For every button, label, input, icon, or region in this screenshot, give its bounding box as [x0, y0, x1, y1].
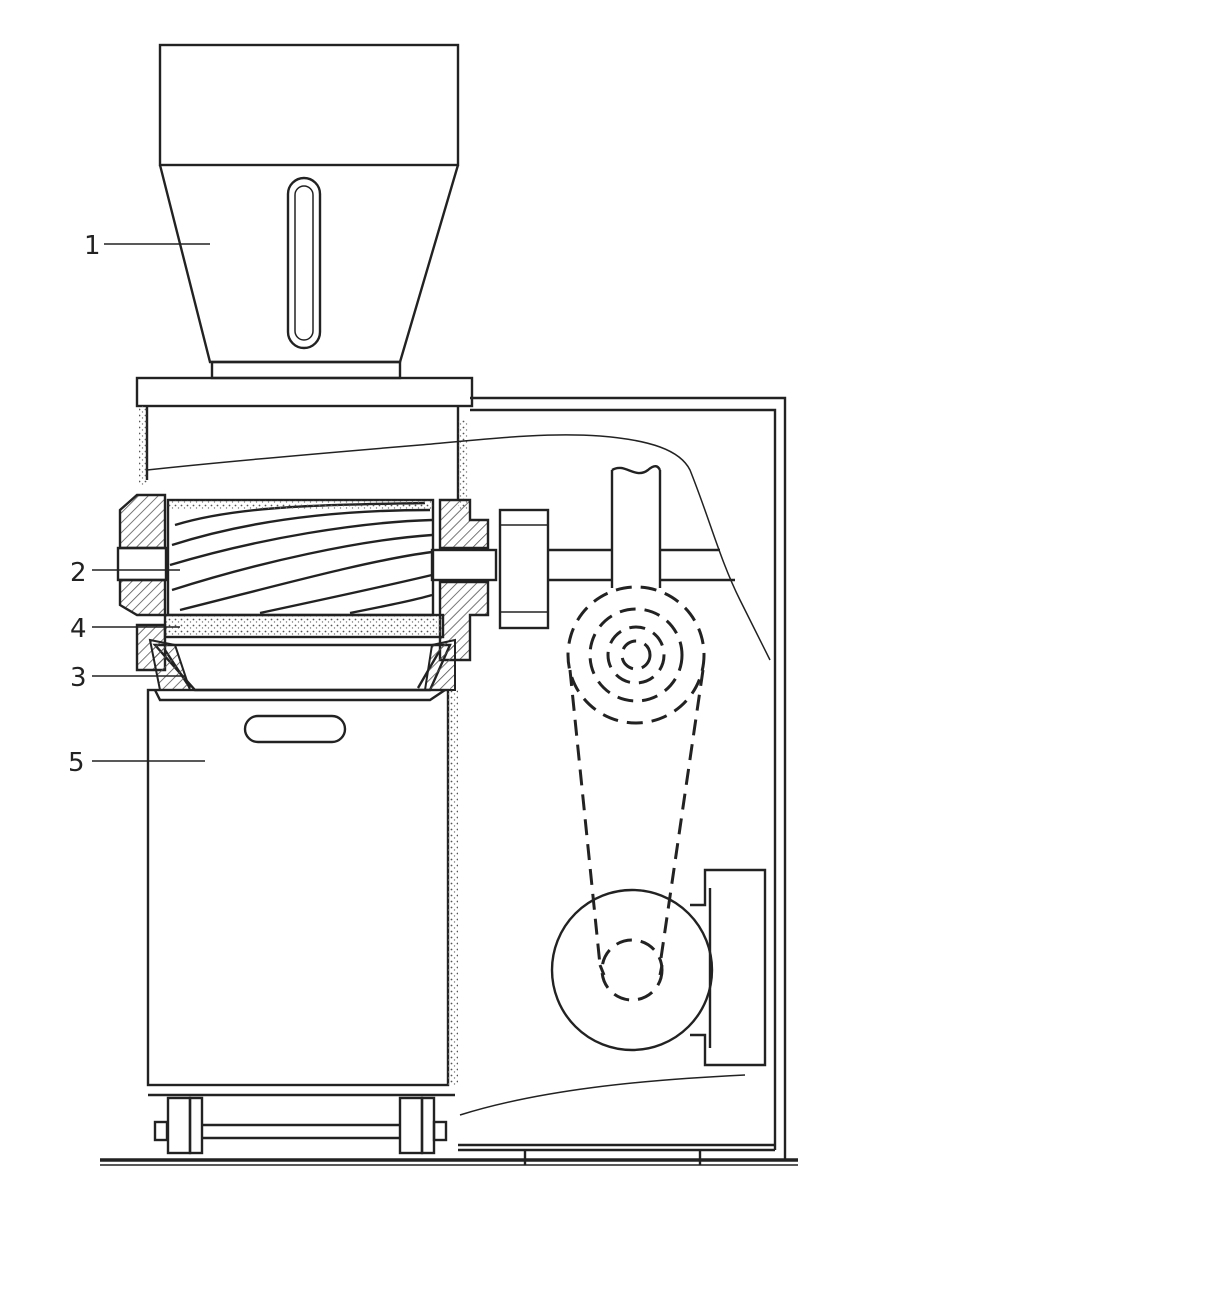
callout-label-3: 3: [70, 663, 87, 693]
collection-bin: [146, 688, 458, 1087]
motor-frame: [100, 396, 798, 1166]
helical-rotor: [166, 498, 435, 617]
drive-tube: [610, 465, 662, 588]
callout-label-2: 2: [70, 558, 87, 588]
main-shaft: [116, 546, 735, 582]
callout-4: 4: [70, 614, 180, 644]
rotor-pulley: [498, 508, 550, 630]
bin-handle: [243, 714, 347, 744]
callout-2: 2: [70, 558, 180, 588]
drive-belt: [568, 669, 705, 966]
callout-label-5: 5: [68, 748, 85, 778]
callout-label-4: 4: [70, 614, 87, 644]
hopper-sight-window: [286, 176, 322, 350]
grinding-chamber-housing: [135, 376, 601, 510]
callout-1: 1: [84, 231, 210, 261]
discharge-chute: [148, 638, 456, 692]
bin-wheels: [148, 1093, 455, 1155]
callout-5: 5: [68, 748, 205, 778]
hopper: [158, 43, 460, 380]
electric-motor: [550, 868, 767, 1067]
sieve-screen: [163, 613, 445, 639]
callout-label-1: 1: [84, 231, 101, 261]
callout-3: 3: [70, 663, 185, 693]
driven-pulley: [566, 585, 706, 725]
